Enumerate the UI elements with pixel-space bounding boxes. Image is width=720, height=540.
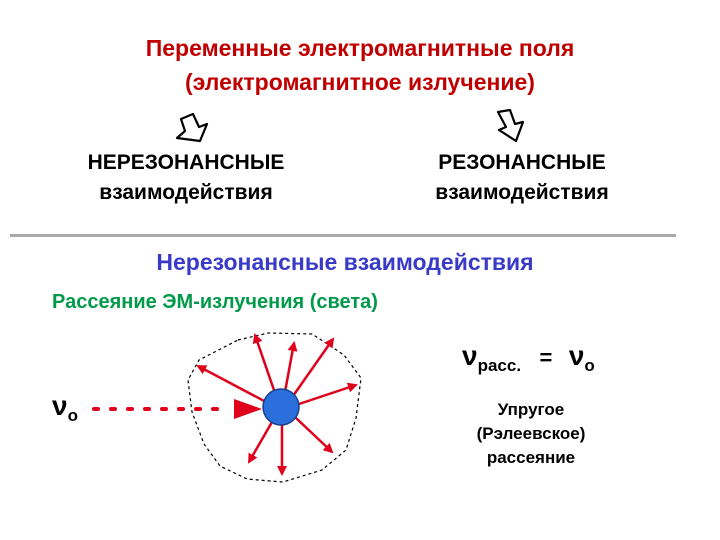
section-label: Рассеяние ЭМ-излучения (света) (52, 291, 378, 313)
section-divider (10, 234, 676, 237)
resonant-heading-line-1: РЕЗОНАНСНЫЕ (438, 151, 606, 174)
equation-right-symbol: ν (568, 340, 585, 371)
incident-nu-symbol: ν (52, 390, 68, 421)
nonresonant-heading-line-1: НЕРЕЗОНАНСНЫЕ (87, 151, 285, 174)
equation-operator: = (539, 345, 553, 370)
nonresonant-heading: НЕРЕЗОНАНСНЫЕ взаимодействия (46, 148, 326, 208)
incident-frequency-label: νо (52, 390, 78, 425)
scattering-description: Упругое (Рэлеевское) рассеяние (456, 398, 606, 470)
scattered-ray (283, 341, 298, 393)
nonresonant-heading-line-2: взаимодействия (99, 181, 273, 204)
scattered-ray (295, 417, 334, 454)
incident-nu-subscript: о (67, 406, 78, 425)
title-line-2: (электромагнитное излучение) (185, 69, 535, 95)
scattered-ray (196, 364, 267, 404)
right-branch-arrow-icon (496, 108, 525, 143)
description-line-3: рассеяние (486, 448, 576, 467)
scattered-ray (291, 337, 335, 397)
equation-left-symbol: ν (462, 340, 478, 371)
particle-icon (262, 388, 300, 426)
subtitle: Нерезонансные взаимодействия (156, 249, 534, 275)
scattered-rays (196, 333, 358, 476)
scattered-ray (247, 421, 274, 464)
description-line-1: Упругое (497, 400, 565, 419)
left-branch-arrow-icon (175, 112, 209, 143)
title-line-1: Переменные электромагнитные поля (145, 35, 575, 61)
scattered-ray (298, 382, 358, 406)
scattered-ray (252, 333, 278, 397)
resonant-heading: РЕЗОНАНСНЫЕ взаимодействия (382, 148, 662, 208)
description-line-2: (Рэлеевское) (476, 424, 586, 443)
frequency-equation: νрасс. = νо (462, 340, 595, 375)
equation-left-subscript: расс. (477, 356, 522, 375)
resonant-heading-line-2: взаимодействия (435, 181, 609, 204)
equation-right-subscript: о (584, 356, 595, 375)
incident-beam (92, 399, 262, 419)
